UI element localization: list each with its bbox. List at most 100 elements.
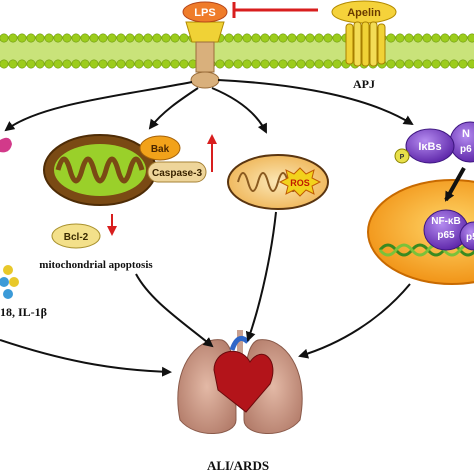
phospholipid-head [422, 33, 432, 43]
phospholipid-head [170, 59, 180, 69]
phospholipid-head [332, 33, 342, 43]
phospholipid-head [413, 59, 423, 69]
lungs-heart [177, 330, 303, 434]
bcl2-protein: Bcl-2 [51, 223, 101, 249]
phospholipid-head [467, 33, 474, 43]
apelin-ligand: Apelin [331, 0, 397, 24]
phospholipid-head [305, 33, 315, 43]
mito-apoptosis-label: mitochondrial apoptosis [39, 259, 153, 271]
p50-partial-label: p5 [466, 232, 474, 243]
apj-receptor [345, 21, 386, 67]
phospholipid-head [80, 33, 90, 43]
cytokine-molecules [0, 265, 19, 299]
cytokines-label: 18, IL-1β [0, 305, 47, 319]
phospholipid-head [404, 33, 414, 43]
phospholipid-head [449, 33, 459, 43]
phospholipid-head [134, 33, 144, 43]
phospholipid-head [17, 59, 27, 69]
phospholipid-head [332, 59, 342, 69]
phospholipid-head [26, 33, 36, 43]
inhibition-marker [232, 2, 318, 18]
phospholipid-head [242, 33, 252, 43]
ikb-complex: N p6 IκBs P [394, 121, 474, 164]
phospholipid-head [386, 33, 396, 43]
phospholipid-head [116, 33, 126, 43]
phospholipid-head [233, 33, 243, 43]
mitochondrion-apoptosis [43, 134, 157, 206]
phospholipid-head [71, 59, 81, 69]
phospholipid-head [287, 33, 297, 43]
phospholipid-head [161, 33, 171, 43]
phospholipid-head [305, 59, 315, 69]
phospholipid-head [98, 59, 108, 69]
phospholipid-head [458, 33, 468, 43]
phospholipid-head [278, 33, 288, 43]
phospholipid-head [233, 59, 243, 69]
phospholipid-head [53, 33, 63, 43]
lps-label: LPS [194, 7, 215, 19]
phospholipid-head [80, 59, 90, 69]
nfkb-complex: NF-κB p65 p5 [423, 209, 474, 251]
phospholipid-head [314, 33, 324, 43]
caspase-label: Caspase-3 [152, 168, 202, 179]
phospholipid-head [35, 59, 45, 69]
phospholipid-head [107, 59, 117, 69]
phospholipid-head [143, 33, 153, 43]
caspase-3-protein: Caspase-3 [147, 161, 207, 183]
signal-arrows [0, 79, 466, 377]
phospholipid-head [404, 59, 414, 69]
phospholipid-head [161, 59, 171, 69]
phospholipid-head [323, 59, 333, 69]
phospholipid-head [314, 59, 324, 69]
phospholipid-head [170, 33, 180, 43]
phospholipid-head [0, 59, 9, 69]
phospholipid-head [8, 59, 18, 69]
phospholipid-head [179, 59, 189, 69]
phospholipid-head [134, 59, 144, 69]
phospholipid-head [62, 33, 72, 43]
phospholipid-head [431, 59, 441, 69]
phospholipid-head [467, 59, 474, 69]
phospholipid-head [107, 33, 117, 43]
lps-badge: LPS [182, 1, 228, 23]
phospholipid-head [440, 59, 450, 69]
bcl2-label: Bcl-2 [64, 232, 89, 243]
phospholipid-head [89, 59, 99, 69]
phospholipid-head [44, 59, 54, 69]
phospholipid-head [71, 33, 81, 43]
phospholipid-head [413, 33, 423, 43]
phospholipid-head [242, 59, 252, 69]
phospholipid-head [215, 59, 225, 69]
phospholipid-head [296, 59, 306, 69]
phospholipid-head [251, 59, 261, 69]
phospholipid-head [125, 59, 135, 69]
phospholipid-head [395, 33, 405, 43]
phospholipid-head [269, 59, 279, 69]
p65-partial-top: p6 [460, 144, 472, 155]
nfkb-label: NF-κB [431, 216, 460, 227]
phospholipid-head [431, 33, 441, 43]
phospholipid-head [260, 33, 270, 43]
lps-receptor [185, 21, 225, 89]
phospholipid-head [17, 33, 27, 43]
phospholipid-head [287, 59, 297, 69]
phospho-label: P [400, 154, 405, 161]
phospholipid-head [0, 33, 9, 43]
phospholipid-head [449, 59, 459, 69]
phospholipid-head [224, 59, 234, 69]
phospholipid-head [143, 59, 153, 69]
phospholipid-head [53, 59, 63, 69]
phospholipid-head [278, 59, 288, 69]
phospholipid-head [395, 59, 405, 69]
phospholipid-head [89, 33, 99, 43]
ikb-partner-label: N [462, 128, 470, 140]
ros-label: ROS [290, 178, 310, 188]
phospholipid-head [152, 59, 162, 69]
nucleus [367, 179, 474, 285]
phospholipid-head [458, 59, 468, 69]
cell-membrane [0, 33, 474, 69]
phospholipid-head [251, 33, 261, 43]
phospholipid-head [269, 33, 279, 43]
left-cropped-protein [0, 137, 12, 153]
